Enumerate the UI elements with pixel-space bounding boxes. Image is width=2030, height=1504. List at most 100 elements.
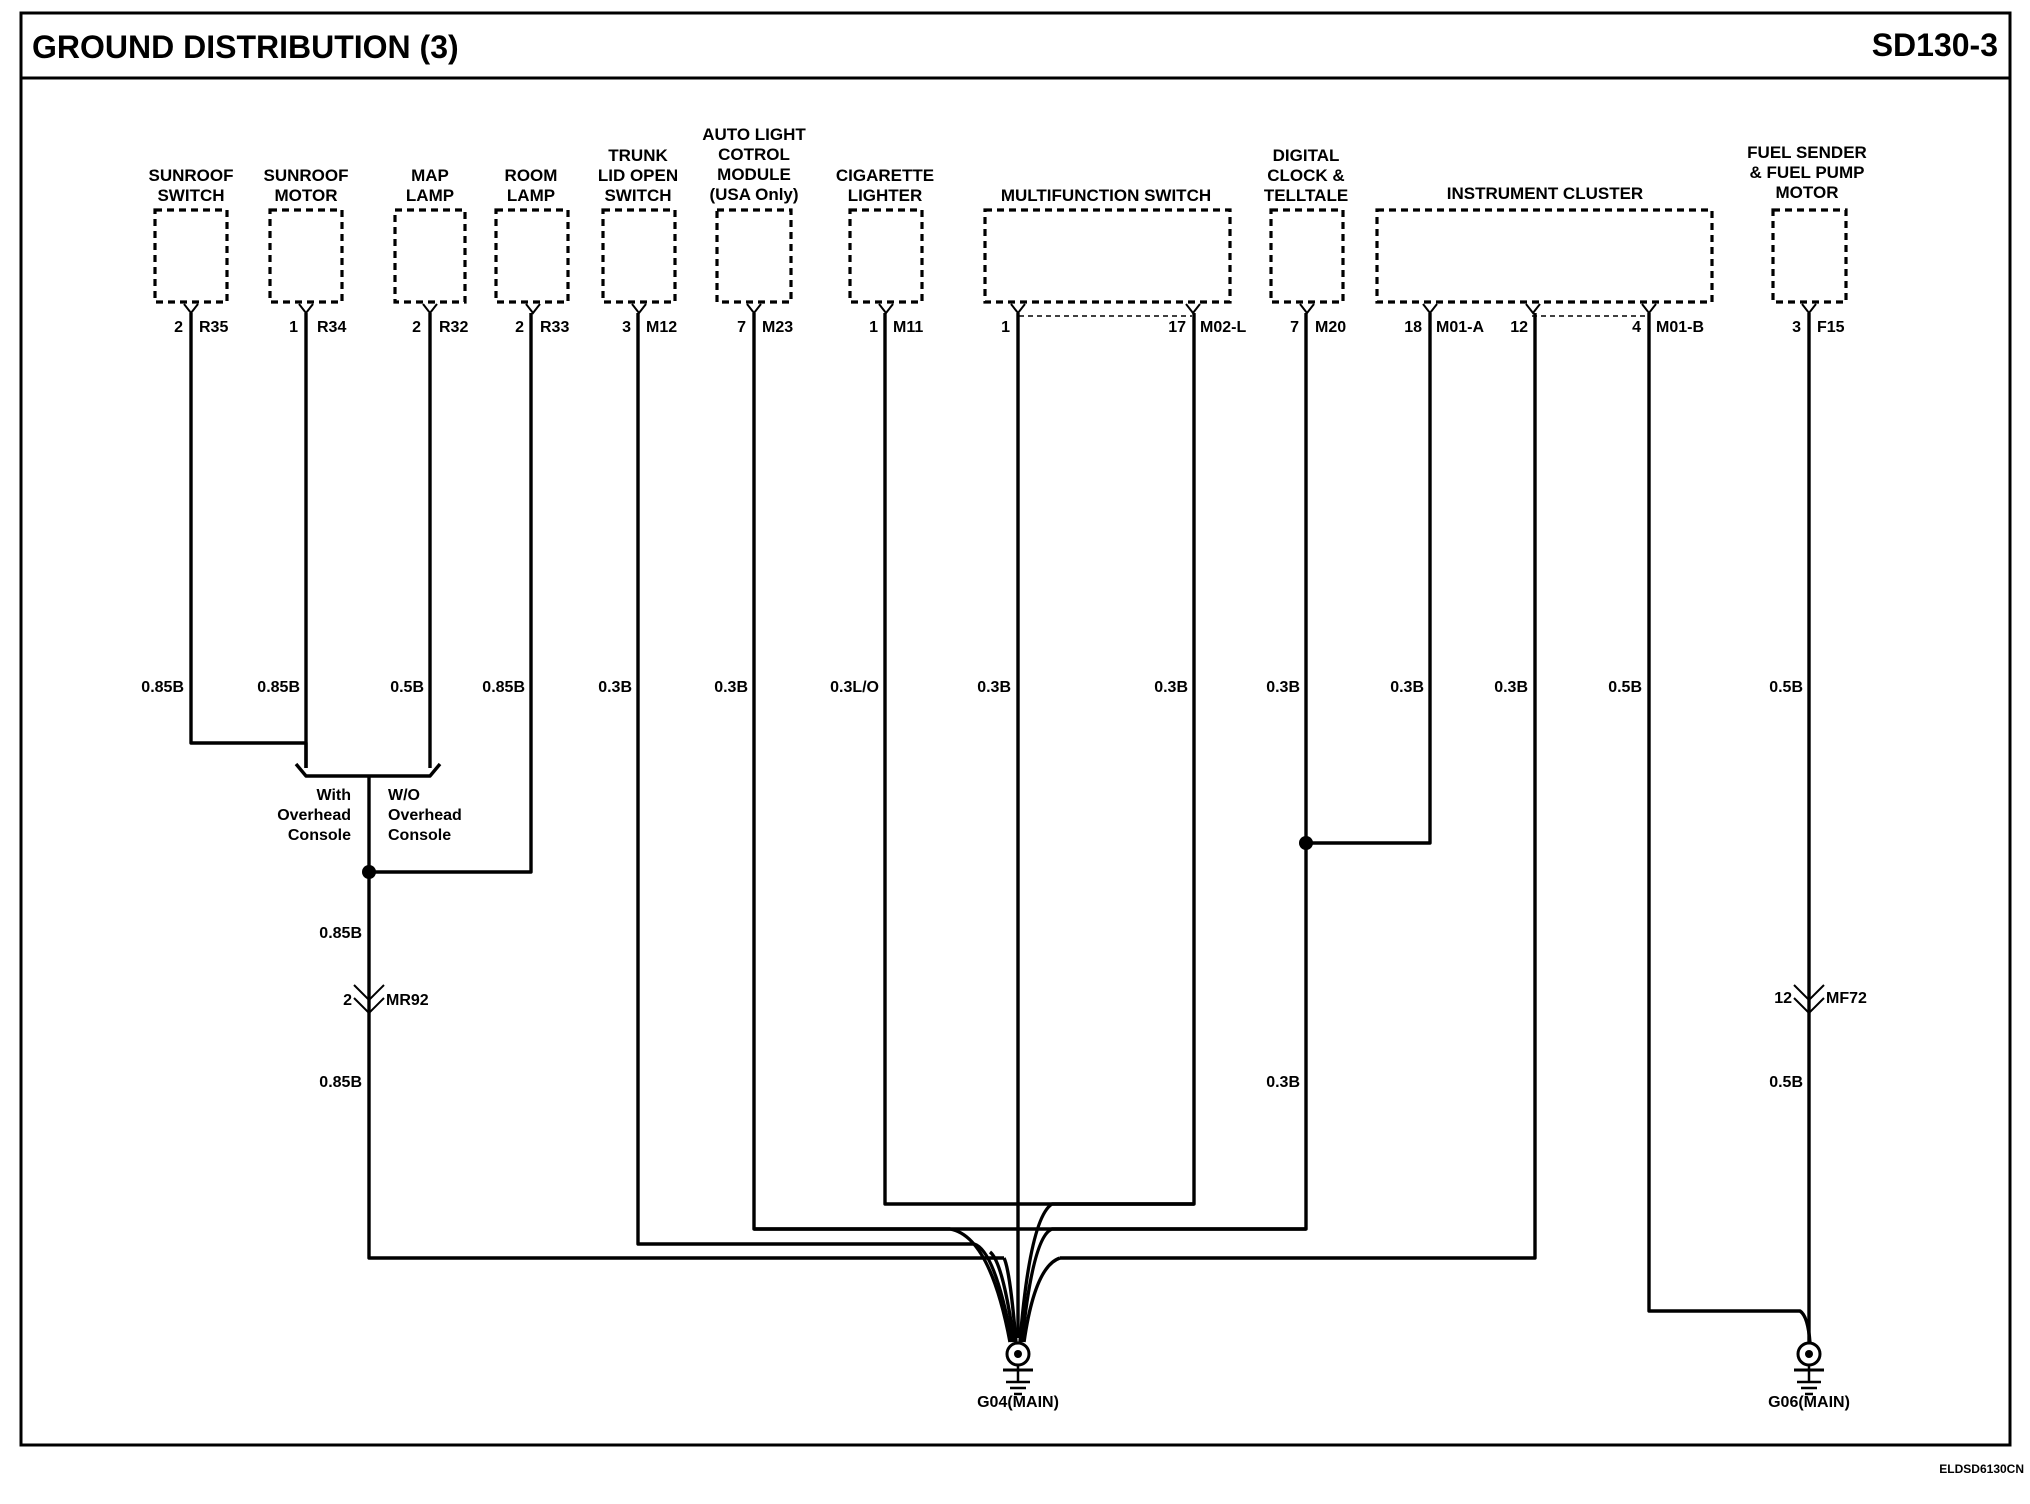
wire-label-trunk-switch: 0.3B (598, 679, 632, 696)
svg-text:COTROL: COTROL (718, 145, 790, 164)
sunroof-switch-connector: R35 (199, 319, 228, 336)
wire-room-lamp (369, 313, 533, 874)
svg-text:SUNROOF: SUNROOF (264, 166, 349, 185)
wire-left-trunk (367, 784, 1004, 1260)
cigarette-lighter-box (848, 208, 924, 304)
svg-text:FUEL SENDER: FUEL SENDER (1747, 143, 1867, 162)
mr92-name: MR92 (386, 992, 429, 1009)
wire-label-digital-clock: 0.3B (1266, 679, 1300, 696)
option-junction (294, 762, 442, 784)
wire-label-mr92-above: 0.85B (319, 925, 362, 942)
wire-cigarette-lighter (883, 313, 1196, 1206)
svg-text:LID OPEN: LID OPEN (598, 166, 678, 185)
wire-label-clock-below: 0.3B (1266, 1074, 1300, 1091)
ground-g06-label: G06(MAIN) (1768, 1394, 1850, 1411)
svg-text:MODULE: MODULE (717, 165, 791, 184)
wire-label-fuel-sender: 0.5B (1769, 679, 1803, 696)
wire-label-multifunction-b: 0.3B (1154, 679, 1188, 696)
svg-text:(USA Only): (USA Only) (709, 185, 798, 204)
digital-clock-box (1269, 208, 1345, 304)
cluster-connector-c: M01-B (1656, 319, 1704, 336)
svg-text:SWITCH: SWITCH (604, 186, 671, 205)
svg-text:INSTRUMENT CLUSTER: INSTRUMENT CLUSTER (1447, 184, 1643, 203)
svg-text:Console: Console (388, 827, 451, 844)
auto-light-connector: M23 (762, 319, 793, 336)
terminal-chevrons (183, 303, 1817, 315)
cluster-pin-b: 12 (1510, 319, 1528, 336)
wire-cluster-a (1306, 313, 1432, 845)
svg-text:AUTO LIGHT: AUTO LIGHT (702, 125, 806, 144)
trunk-lid-open-switch-label: TRUNK LID OPEN SWITCH (598, 146, 678, 205)
wire-label-sunroof-motor: 0.85B (257, 679, 300, 696)
wire-label-cluster-a: 0.3B (1390, 679, 1424, 696)
wire-label-cluster-c: 0.5B (1608, 679, 1642, 696)
svg-text:Console: Console (288, 827, 351, 844)
sunroof-motor-connector: R34 (317, 319, 346, 336)
svg-text:W/O: W/O (388, 787, 420, 804)
auto-light-module-label: AUTO LIGHT COTROL MODULE (USA Only) (702, 125, 806, 204)
ground-g04-label: G04(MAIN) (977, 1394, 1059, 1411)
wire-sunroof-switch (189, 313, 308, 768)
instrument-cluster-box (1375, 208, 1714, 304)
wire-label-map-lamp: 0.5B (390, 679, 424, 696)
svg-text:MULTIFUNCTION SWITCH: MULTIFUNCTION SWITCH (1001, 186, 1211, 205)
svg-text:CIGARETTE: CIGARETTE (836, 166, 934, 185)
svg-text:MAP: MAP (411, 166, 449, 185)
fuel-sender-box (1771, 208, 1848, 304)
diagram-frame (19, 11, 2012, 1447)
sunroof-switch-pin: 2 (174, 319, 183, 336)
digital-clock-pin: 7 (1290, 319, 1299, 336)
svg-text:LAMP: LAMP (507, 186, 555, 205)
svg-text:SWITCH: SWITCH (157, 186, 224, 205)
option-without-overhead-console: W/O Overhead Console (388, 787, 462, 844)
wire-auto-light (752, 313, 1308, 1231)
splice-digital-clock (1299, 836, 1313, 850)
cigarette-lighter-label: CIGARETTE LIGHTER (836, 166, 934, 205)
digital-clock-label: DIGITAL CLOCK & TELLTALE (1264, 146, 1348, 205)
wire-label-sunroof-switch: 0.85B (141, 679, 184, 696)
svg-text:LIGHTER: LIGHTER (848, 186, 923, 205)
svg-text:TELLTALE: TELLTALE (1264, 186, 1348, 205)
mf72-connector-symbol (1793, 984, 1825, 1015)
svg-text:CLOCK &: CLOCK & (1267, 166, 1344, 185)
mr92-connector-symbol (353, 984, 385, 1015)
map-lamp-pin: 2 (412, 319, 421, 336)
svg-text:TRUNK: TRUNK (608, 146, 668, 165)
multifunction-pin-b: 17 (1168, 319, 1186, 336)
fuel-sender-label: FUEL SENDER & FUEL PUMP MOTOR (1747, 143, 1867, 202)
room-lamp-label: ROOM LAMP (505, 166, 558, 205)
option-with-overhead-console: With Overhead Console (277, 787, 351, 844)
cluster-pin-c: 4 (1632, 319, 1641, 336)
g04-fan-in (754, 1202, 1306, 1343)
auto-light-module-box (715, 208, 793, 304)
mr92-pin: 2 (343, 992, 352, 1009)
wire-trunk-switch (636, 313, 974, 1246)
trunk-switch-pin: 3 (622, 319, 631, 336)
sunroof-motor-pin: 1 (289, 319, 298, 336)
svg-text:MOTOR: MOTOR (1776, 183, 1839, 202)
room-lamp-box (494, 208, 570, 304)
sunroof-motor-box (268, 208, 344, 304)
fuel-sender-pin: 3 (1792, 319, 1801, 336)
svg-text:ROOM: ROOM (505, 166, 558, 185)
wire-label-auto-light: 0.3B (714, 679, 748, 696)
map-lamp-label: MAP LAMP (406, 166, 454, 205)
wire-label-cigarette-lighter: 0.3L/O (830, 679, 879, 696)
fuel-sender-connector: F15 (1817, 319, 1845, 336)
svg-text:MOTOR: MOTOR (275, 186, 338, 205)
ground-g06-icon (1794, 1341, 1824, 1396)
mf72-name: MF72 (1826, 990, 1867, 1007)
room-lamp-pin: 2 (515, 319, 524, 336)
svg-text:Overhead: Overhead (277, 807, 351, 824)
instrument-cluster-label: INSTRUMENT CLUSTER (1447, 184, 1643, 203)
svg-text:SUNROOF: SUNROOF (149, 166, 234, 185)
svg-text:& FUEL PUMP: & FUEL PUMP (1750, 163, 1865, 182)
map-lamp-connector: R32 (439, 319, 468, 336)
splice-room-lamp (362, 865, 376, 879)
multifunction-pin-a: 1 (1001, 319, 1010, 336)
digital-clock-connector: M20 (1315, 319, 1346, 336)
wire-cluster-b (1060, 313, 1537, 1260)
diagram-code: SD130-3 (1872, 27, 1998, 63)
map-lamp-box (393, 208, 467, 304)
